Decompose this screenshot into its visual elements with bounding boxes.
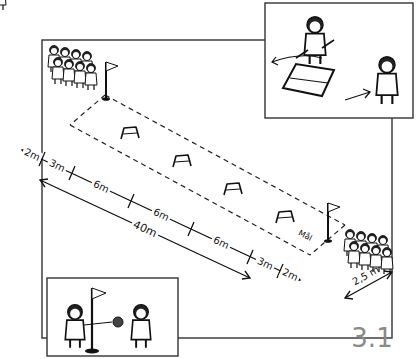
tick-slash	[69, 166, 75, 180]
goal-flag	[324, 203, 340, 243]
flag-cloth	[106, 62, 118, 71]
handover-inset	[47, 278, 178, 356]
arrow-head	[384, 271, 392, 279]
arrow-head	[345, 291, 353, 299]
segment-length: 6m	[149, 205, 172, 224]
child	[63, 60, 75, 87]
running-child	[131, 305, 151, 348]
flag-base	[102, 97, 110, 101]
inset-frame	[265, 3, 413, 118]
lane-outline	[70, 95, 345, 255]
placeholder	[0, 0, 6, 10]
flag-cloth	[92, 288, 106, 299]
segment-length: 6m	[90, 177, 113, 196]
ball	[113, 317, 123, 327]
child	[85, 64, 97, 91]
jumping-child	[304, 17, 325, 64]
segment-length: 6m	[209, 233, 232, 252]
flag-base	[85, 349, 99, 354]
arrow-head	[40, 179, 48, 187]
dimension-line	[22, 150, 300, 280]
arrow-head	[272, 57, 278, 65]
flag-cloth	[328, 203, 340, 212]
tick-slash	[128, 194, 134, 208]
hurdle	[121, 127, 139, 139]
inset-frame	[47, 278, 178, 356]
lane-edge	[70, 125, 310, 255]
segment-length: 3m	[45, 157, 68, 176]
segment-length: 2m	[278, 266, 301, 285]
goal-label: Mål	[295, 227, 316, 244]
inset-hurdle-bar	[290, 78, 328, 83]
waiting-team	[48, 46, 97, 91]
segment-length: 2m	[20, 145, 43, 164]
child	[74, 62, 86, 89]
tick-slash	[247, 250, 253, 264]
lane-end	[70, 95, 105, 125]
waiting-child	[65, 305, 85, 348]
arrow-head	[242, 271, 250, 279]
child	[52, 58, 64, 85]
child	[359, 244, 371, 271]
total-length: 40m	[129, 217, 161, 241]
start-flag	[102, 62, 118, 101]
waiting-team	[344, 230, 393, 275]
figure-number: 3.1	[351, 325, 392, 351]
segment-length: 3m	[254, 254, 277, 273]
running-child	[376, 57, 397, 104]
arrow-head	[363, 89, 370, 98]
inset-hurdle	[283, 64, 334, 96]
flag-base	[324, 239, 332, 243]
hurdle	[173, 155, 191, 167]
width-dimension-text: 2,5 m	[351, 265, 381, 288]
hurdle-jump-inset	[265, 3, 413, 118]
tick-slash	[188, 222, 194, 236]
total-dimension	[40, 179, 250, 279]
segment-dimension	[22, 149, 300, 281]
child	[348, 242, 360, 269]
hurdle	[276, 211, 294, 223]
hurdle	[224, 183, 242, 195]
child-legs	[296, 40, 334, 58]
reaching-arm	[84, 322, 112, 325]
dimension-line	[40, 180, 250, 278]
child	[381, 248, 393, 275]
